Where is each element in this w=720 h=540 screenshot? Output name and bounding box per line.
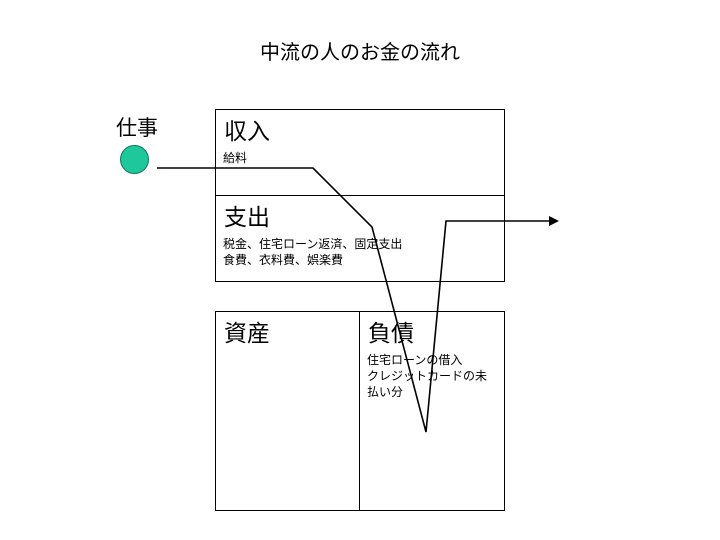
diagram-title: 中流の人のお金の流れ [260, 40, 460, 64]
job-circle-icon [120, 145, 149, 174]
expense-box: 支出 税金、住宅ローン返済、固定支出 食費、衣料費、娯楽費 [215, 195, 505, 282]
income-note: 給料 [223, 151, 248, 165]
expense-heading: 支出 [224, 205, 270, 231]
assets-box: 資産 [215, 311, 361, 511]
expense-note-line1: 税金、住宅ローン返済、固定支出 [223, 237, 403, 251]
liabilities-note-line2: クレジットカードの未 [367, 369, 488, 383]
liabilities-box: 負債 住宅ローンの借入 クレジットカードの未 払い分 [359, 311, 505, 511]
liabilities-note-line1: 住宅ローンの借入 [367, 353, 463, 367]
job-label: 仕事 [116, 116, 158, 140]
assets-heading: 資産 [224, 321, 270, 347]
income-box: 収入 給料 [215, 109, 505, 197]
liabilities-heading: 負債 [368, 321, 414, 347]
expense-note-line2: 食費、衣料費、娯楽費 [223, 253, 344, 267]
income-heading: 収入 [224, 119, 270, 145]
liabilities-note-line3: 払い分 [367, 385, 404, 399]
